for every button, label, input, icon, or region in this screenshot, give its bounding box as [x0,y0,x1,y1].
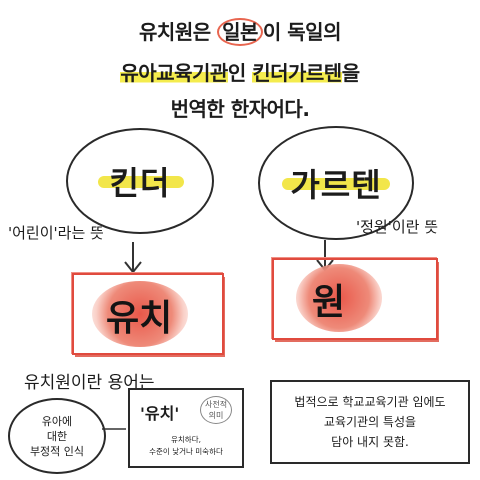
title-line-2: 유아교육기관인 킨더가르텐을 [0,57,480,86]
yuchi-text: 유치 [106,298,173,339]
kinder-text: 킨더 [109,164,171,202]
won-box: 원 [272,258,438,340]
term-definition: 유치하다, 수준이 낮거나 미숙하다 [149,435,223,456]
yuchi-box: 유치 [72,273,224,355]
title-line-3: 번역한 한자어다. [170,97,310,121]
title-text: 인 [227,61,253,85]
kinder-meaning: '어린이'라는 뜻 [8,224,104,242]
kinder-bubble: 킨더 [66,128,214,234]
japan-circled-text: 일본 [217,18,263,46]
term-heading: 유치원이란 용어는 [24,373,155,393]
red-blob [296,264,382,332]
garten-text: 가르텐 [290,166,382,204]
red-blob [92,281,188,347]
won-text: 원 [312,282,346,323]
highlight-text: 유아교육기관 [120,61,228,85]
legal-limitation-box: 법적으로 학교교육기관 임에도 교육기관의 특성을 담아 내지 못함. [270,380,470,464]
highlight-text: 킨더가르텐 [252,61,342,85]
title-text: 유치원은 [139,20,218,44]
down-arrow-icon [124,242,142,274]
term-definition-box: '유치' 사전적 의미 유치하다, 수준이 낮거나 미숙하다 [128,388,244,468]
dictionary-note: 사전적 의미 [200,396,233,424]
negative-perception-bubble: 유아에 대한 부정적 인식 [8,398,106,474]
connector-line [102,428,126,430]
title-text: 을 [341,61,360,85]
garten-meaning: '정원'이란 뜻 [356,218,439,236]
title-text: 이 독일의 [262,20,342,44]
garten-bubble: 가르텐 [258,126,414,240]
term-text: '유치' [140,404,180,423]
